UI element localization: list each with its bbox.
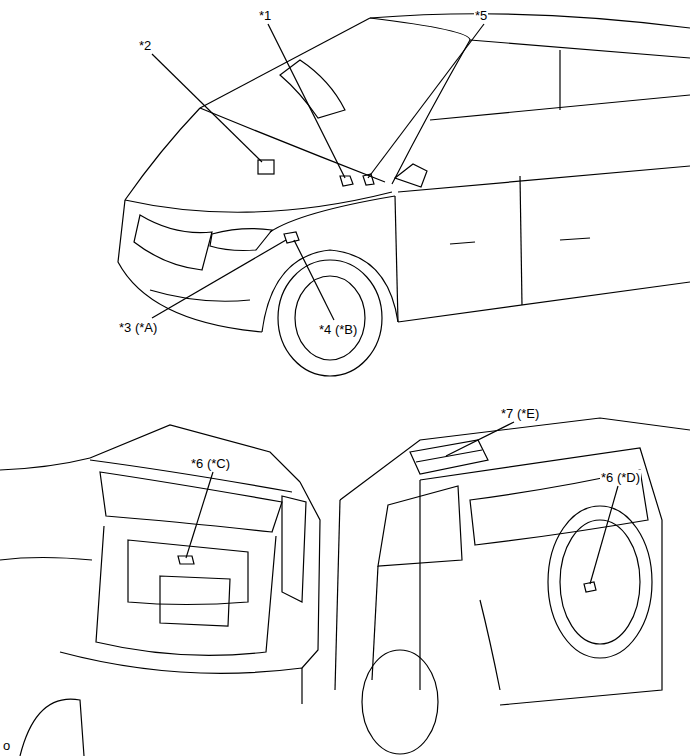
- callout-number: *7 (*E): [500, 406, 540, 421]
- callout-number: *3 (*A): [118, 320, 158, 335]
- figure-code: o: [2, 738, 11, 753]
- front-vehicle: [118, 14, 690, 376]
- callout-number: *4 (*B): [318, 322, 358, 337]
- leader-lines: [152, 24, 618, 584]
- rear-vehicle-spare-tire: [335, 418, 690, 754]
- rear-vehicle-standard: [0, 425, 320, 756]
- callout-number: *2: [138, 38, 152, 53]
- callout-number: *6 (*D): [600, 470, 641, 485]
- callout-number: *5: [474, 8, 488, 23]
- callout-number: *6 (*C): [190, 456, 231, 471]
- callout-number: *1: [258, 8, 272, 23]
